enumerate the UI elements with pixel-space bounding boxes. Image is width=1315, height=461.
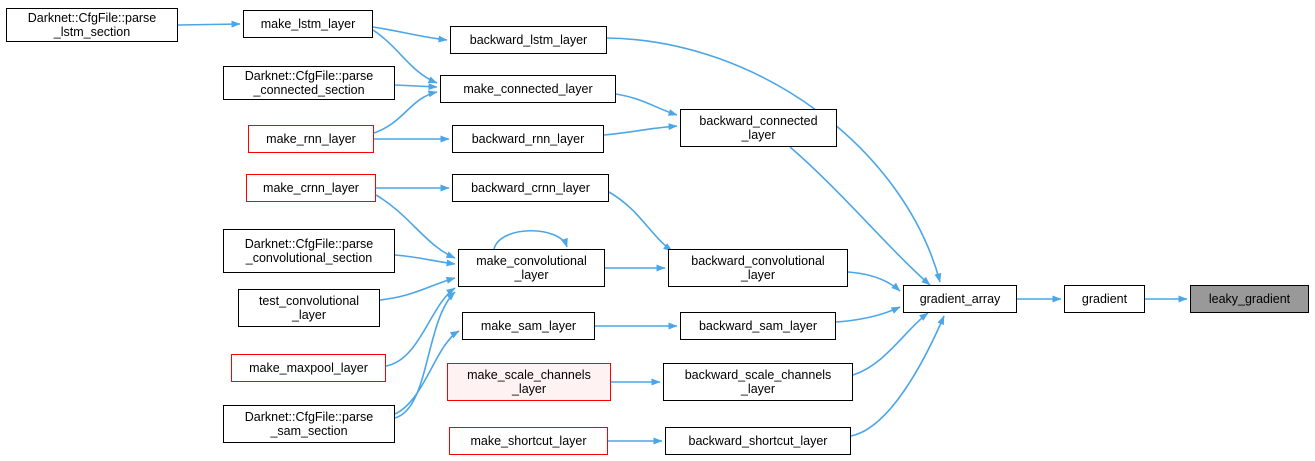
node-backward-sam-layer[interactable]: backward_sam_layer — [680, 312, 836, 340]
edge-test-conv-to-make-conv — [379, 276, 456, 301]
edge-backward-rnn-to-backward-connected — [603, 123, 678, 136]
node-make-scale-channels-layer[interactable]: make_scale_channels _layer — [447, 363, 611, 401]
node-backward-shortcut-layer[interactable]: backward_shortcut_layer — [665, 427, 851, 455]
edge-parse-sam-to-make-conv — [394, 291, 456, 419]
edge-parse-lstm-to-make-lstm — [177, 20, 241, 28]
node-backward-rnn-layer[interactable]: backward_rnn_layer — [452, 125, 604, 153]
node-make-lstm-layer[interactable]: make_lstm_layer — [243, 10, 373, 38]
node-make-connected-layer[interactable]: make_connected_layer — [440, 75, 616, 103]
edge-make-maxpool-to-make-conv — [385, 287, 456, 367]
edge-backward-sam-to-gradient-array — [835, 306, 901, 323]
node-make-crnn-layer[interactable]: make_crnn_layer — [246, 174, 376, 202]
node-backward-connected-layer[interactable]: backward_connected _layer — [680, 109, 837, 147]
edge-backward-scale-to-gradient-array — [852, 312, 929, 376]
node-make-shortcut-layer[interactable]: make_shortcut_layer — [449, 427, 608, 455]
node-parse-connected-section[interactable]: Darknet::CfgFile::parse _connected_secti… — [223, 66, 395, 100]
edge-parse-connected-to-make-connected — [394, 83, 438, 91]
node-backward-crnn-layer[interactable]: backward_crnn_layer — [452, 174, 609, 202]
node-parse-sam-section[interactable]: Darknet::CfgFile::parse _sam_section — [223, 405, 395, 443]
node-test-convolutional-layer[interactable]: test_convolutional _layer — [238, 289, 380, 327]
node-gradient[interactable]: gradient — [1064, 285, 1145, 313]
edge-make-connected-to-backward-connected — [615, 93, 678, 116]
node-parse-lstm-section[interactable]: Darknet::CfgFile::parse _lstm_section — [6, 8, 178, 42]
node-make-maxpool-layer[interactable]: make_maxpool_layer — [231, 354, 386, 382]
node-make-rnn-layer[interactable]: make_rnn_layer — [248, 125, 374, 153]
edge-make-conv-self-loop — [493, 230, 568, 250]
node-backward-scale-channels-layer[interactable]: backward_scale_channels _layer — [663, 363, 853, 401]
node-leaky-gradient[interactable]: leaky_gradient — [1190, 285, 1309, 313]
edge-make-lstm-to-backward-lstm — [372, 26, 448, 43]
edge-backward-shortcut-to-gradient-array — [850, 315, 945, 437]
node-make-sam-layer[interactable]: make_sam_layer — [462, 312, 595, 340]
node-backward-lstm-layer[interactable]: backward_lstm_layer — [450, 26, 607, 54]
node-backward-convolutional-layer[interactable]: backward_convolutional _layer — [668, 249, 848, 287]
edge-parse-conv-to-make-conv — [394, 254, 456, 267]
edge-backward-crnn-to-backward-conv — [608, 191, 673, 252]
node-parse-convolutional-section[interactable]: Darknet::CfgFile::parse _convolutional_s… — [223, 229, 395, 273]
edge-backward-conv-to-gradient-array — [847, 271, 901, 292]
node-make-convolutional-layer[interactable]: make_convolutional _layer — [458, 249, 605, 287]
edge-backward-lstm-to-gradient-array — [606, 37, 942, 283]
node-gradient-array[interactable]: gradient_array — [903, 285, 1017, 313]
